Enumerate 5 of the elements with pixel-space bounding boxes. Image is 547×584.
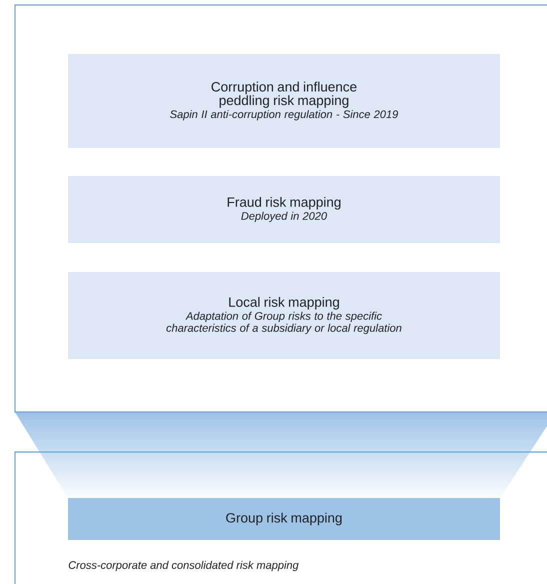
mapping-box: Group risk mapping <box>68 498 500 540</box>
mapping-box: Local risk mapping Adaptation of Group risks to the specific characteristics of a subsidiary or local regulation <box>68 272 500 359</box>
panel-frame <box>14 4 547 413</box>
mapping-box: Corruption and influence peddling risk mapping Sapin II anti-corruption regulation - Since 2019 <box>68 54 500 148</box>
mapping-box: Fraud risk mapping Deployed in 2020 <box>68 176 500 243</box>
